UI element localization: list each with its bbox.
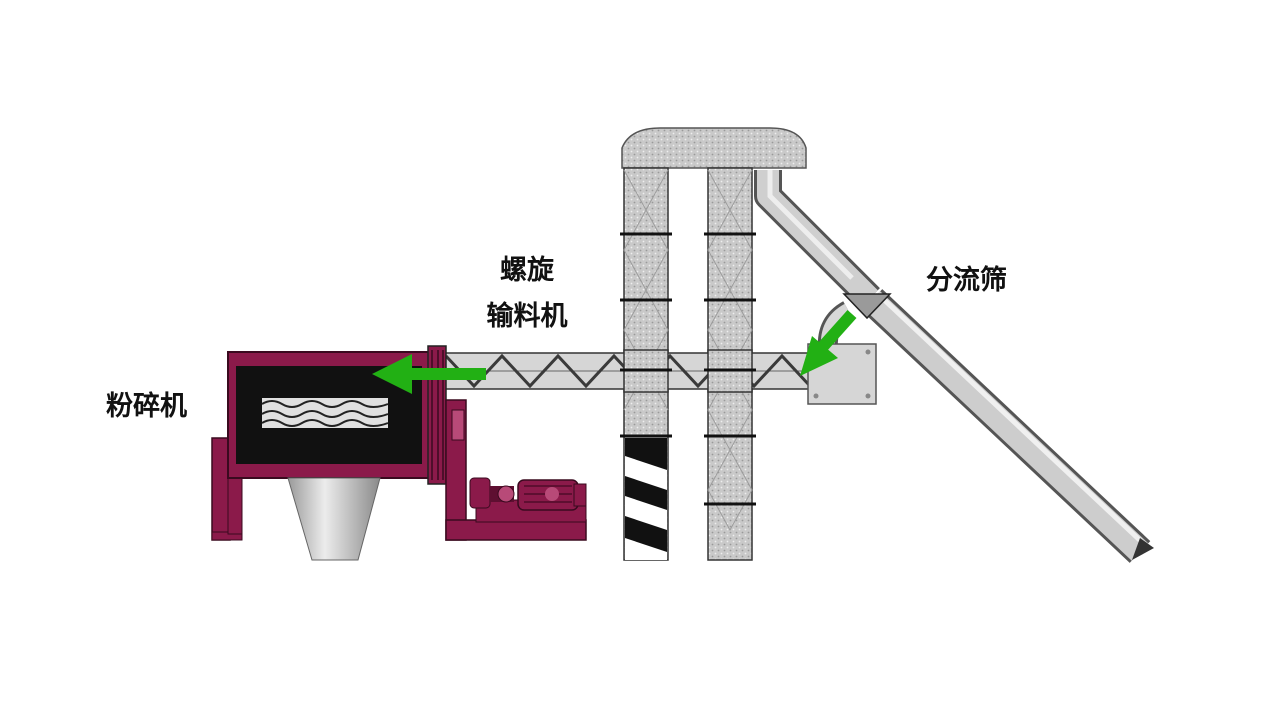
- splitter-pipes: [754, 170, 1154, 563]
- elevator-bands: [620, 232, 756, 506]
- label-screw-conveyor: 螺旋 输料机: [472, 248, 582, 340]
- label-screw-line2: 输料机: [486, 301, 568, 332]
- motor: [469, 477, 587, 511]
- label-splitter: 分流筛: [926, 265, 1007, 296]
- elevator-buckets: [625, 438, 667, 560]
- green-arrow-icon: [372, 354, 486, 394]
- pipe-discharge-tip: [1132, 538, 1154, 560]
- crusher-discharge-cone: [287, 477, 381, 561]
- screw-conveyor: [427, 349, 819, 393]
- elevator-head-dome: [621, 127, 807, 169]
- splitter-funnel: [842, 293, 892, 320]
- green-arrow-icon: [800, 309, 857, 376]
- crusher: [211, 345, 587, 561]
- label-screw-line1: 螺旋: [500, 255, 554, 286]
- label-crusher: 粉碎机: [106, 391, 187, 422]
